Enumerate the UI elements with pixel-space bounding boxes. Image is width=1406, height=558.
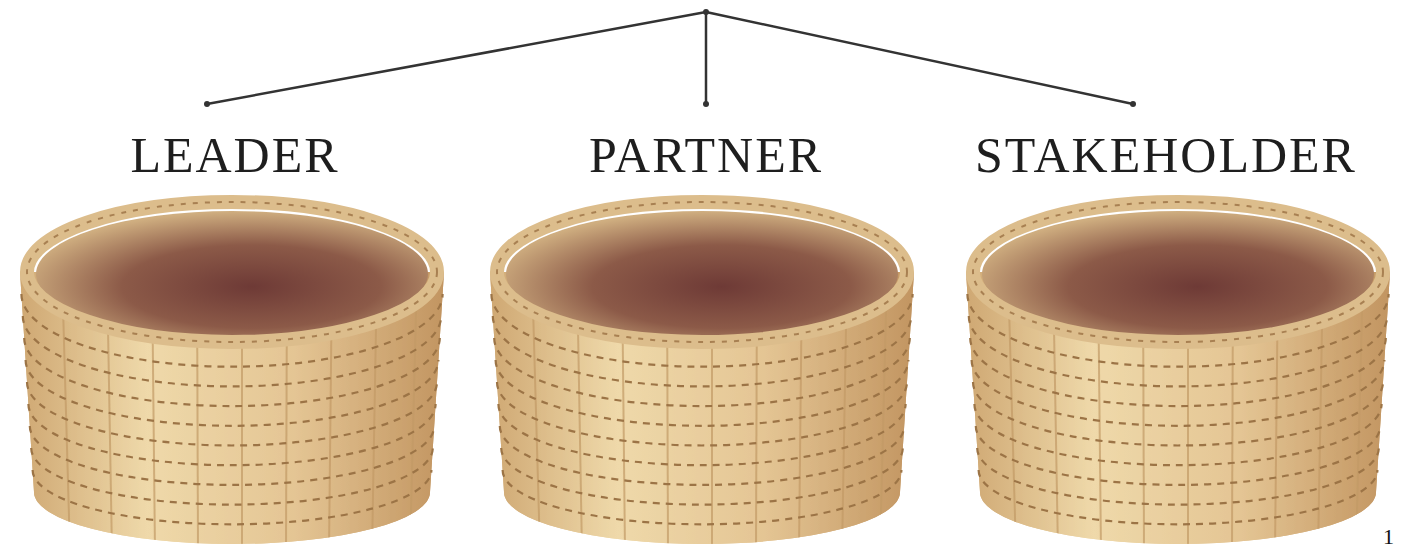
node-heading: PARTNER <box>589 130 823 180</box>
page-number: 1 <box>1383 526 1394 548</box>
basket-node: PARTNER <box>482 125 922 550</box>
tree-lines <box>207 12 1133 104</box>
basket <box>966 202 1390 552</box>
basket-node: LEADER <box>12 125 452 550</box>
node-heading: LEADER <box>130 130 339 180</box>
basket-node: STAKEHOLDER <box>958 125 1398 550</box>
basket <box>20 202 444 552</box>
node-heading: STAKEHOLDER <box>975 130 1357 180</box>
basket <box>490 202 914 552</box>
